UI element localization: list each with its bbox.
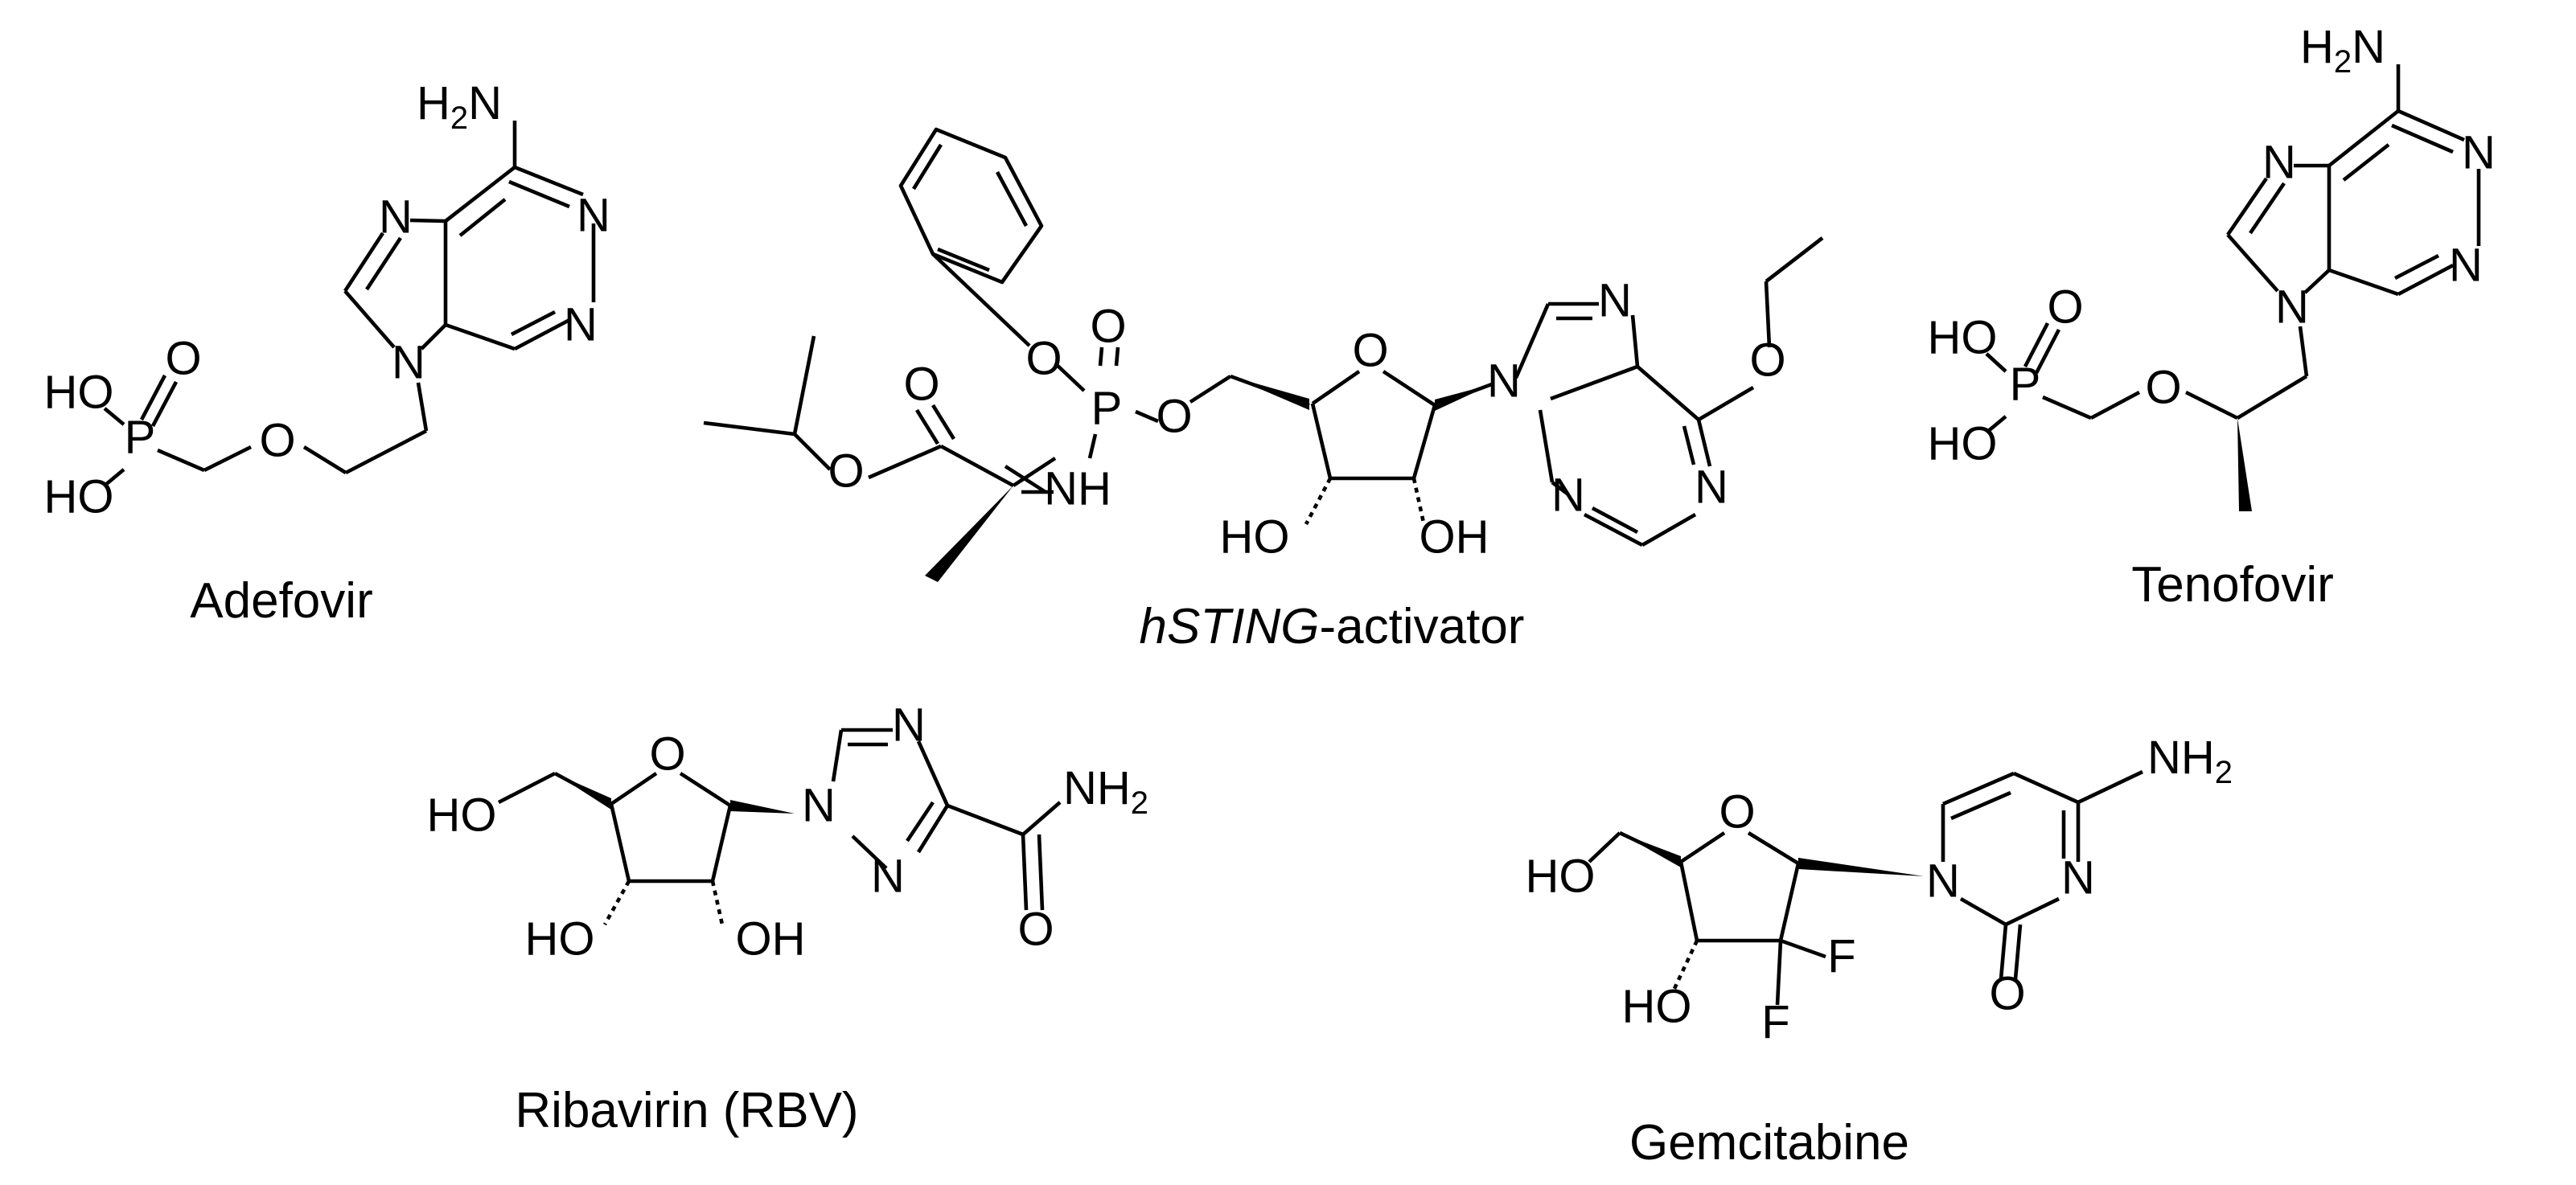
hsting-bonds	[703, 127, 1824, 547]
wedge-c1	[730, 800, 795, 814]
hydroxyl-bottom-label: HO	[44, 470, 114, 523]
adefovir-atoms: H2N N N N N P O HO HO O	[44, 77, 610, 523]
hsting-name: hSTING-activator	[1140, 599, 1525, 654]
hsting-activator-structure: O P O NH O O N N N N O O O HO OH hSTING-…	[703, 127, 1824, 654]
n3-label: N	[1551, 469, 1585, 521]
gemcitabine-name: Gemcitabine	[1629, 1115, 1909, 1171]
hydroxyl-3-label: HO	[525, 912, 595, 965]
o5-label: O	[1156, 390, 1192, 442]
tenofovir-atoms: H2N N N N N P O HO HO O	[1928, 21, 2496, 469]
tenofovir-structure: H2N N N N N P O HO HO O Tenofovir	[1928, 21, 2496, 613]
ketone-oxygen-label: O	[165, 332, 201, 384]
wedge-c1	[1798, 858, 1924, 876]
wedge-c4	[1230, 376, 1309, 410]
wedge-c1	[1435, 384, 1492, 411]
n1-label: N	[577, 189, 610, 241]
ethoxy-oxygen-label: O	[1749, 334, 1785, 386]
carbonyl-oxygen-label: O	[903, 358, 939, 410]
hydroxyl-top-label: HO	[1928, 311, 1998, 363]
ring-oxygen-label: O	[1719, 785, 1755, 838]
phosphorus-label: P	[1091, 382, 1123, 434]
wedge-c4	[1620, 833, 1681, 867]
ester-oxygen-label: O	[828, 445, 864, 497]
phosphorus-label: P	[2010, 358, 2041, 410]
gemcitabine-structure: O N N NH2 O HO HO F F Gemcitabine	[1526, 732, 2233, 1171]
amide-oxygen-label: O	[1017, 903, 1054, 955]
hydroxyl-5-label: HO	[427, 789, 497, 841]
n7-label: N	[379, 191, 413, 243]
hsting-name-rest: -activator	[1319, 599, 1524, 654]
fluorine-a-label: F	[1827, 930, 1855, 982]
n3-label: N	[2061, 851, 2095, 904]
hydroxyl-bottom-label: HO	[1928, 417, 1998, 469]
phosphoryl-oxygen-label: O	[1090, 300, 1126, 352]
adefovir-structure: H2N N N N N P O HO HO O Adefovir	[44, 77, 610, 629]
n9-label: N	[1487, 355, 1521, 407]
ring-oxygen-label: O	[1352, 324, 1388, 376]
ketone-oxygen-label: O	[2047, 281, 2083, 333]
ribavirin-structure: O N N N NH2 O HO HO OH Ribavirin (RBV)	[427, 699, 1149, 1138]
amine-label: H2N	[417, 77, 502, 136]
n1-label: N	[802, 779, 836, 831]
amine-label: H2N	[2300, 21, 2385, 80]
tenofovir-name: Tenofovir	[2131, 557, 2334, 613]
hsting-atoms: O P O NH O O N N N N O O O HO OH	[828, 274, 1785, 563]
gemcitabine-bonds	[1588, 769, 2143, 1006]
n9-label: N	[2275, 281, 2309, 333]
n4-label: N	[892, 699, 926, 751]
n1-label: N	[1926, 855, 1960, 907]
tenofovir-bonds	[1985, 64, 2481, 434]
wedge-methyl	[2237, 418, 2252, 511]
carbonyl-oxygen-label: O	[1989, 967, 2025, 1019]
amine-label: NH2	[2147, 732, 2233, 790]
n1-label: N	[2462, 126, 2496, 178]
n1-label: N	[1695, 461, 1728, 513]
ribavirin-name: Ribavirin (RBV)	[515, 1083, 858, 1138]
gemcitabine-atoms: O N N NH2 O HO HO F F	[1526, 732, 2233, 1048]
phenoxy-oxygen-label: O	[1025, 332, 1062, 384]
n7-label: N	[2262, 136, 2296, 188]
ribavirin-bonds	[497, 728, 1062, 926]
ether-oxygen-label: O	[259, 414, 295, 466]
ether-oxygen-label: O	[2145, 361, 2181, 413]
adefovir-bonds	[103, 121, 596, 487]
hydroxyl-2-label: OH	[736, 912, 806, 965]
hydroxyl-left-label: HO	[1220, 510, 1290, 563]
hydroxyl-right-label: OH	[1419, 510, 1489, 563]
n3-label: N	[564, 298, 598, 351]
phosphorus-label: P	[125, 411, 156, 463]
n7-label: N	[1598, 274, 1632, 326]
nh-label: NH	[1044, 462, 1111, 515]
hsting-name-italic: hSTING	[1140, 599, 1320, 654]
amide-nh2-label: NH2	[1063, 762, 1148, 821]
hydroxyl-3-label: HO	[1622, 980, 1692, 1032]
hydroxyl-5-label: HO	[1526, 850, 1596, 902]
n3-label: N	[2449, 239, 2483, 291]
wedge-c4	[555, 773, 611, 810]
fluorine-b-label: F	[1761, 996, 1789, 1048]
adefovir-name: Adefovir	[190, 573, 372, 629]
ring-oxygen-label: O	[649, 728, 685, 780]
n9-label: N	[392, 336, 425, 388]
n2-label: N	[871, 850, 905, 902]
hydroxyl-top-label: HO	[44, 366, 114, 418]
ribavirin-atoms: O N N N NH2 O HO HO OH	[427, 699, 1149, 965]
wedge-alpha	[925, 486, 1013, 582]
